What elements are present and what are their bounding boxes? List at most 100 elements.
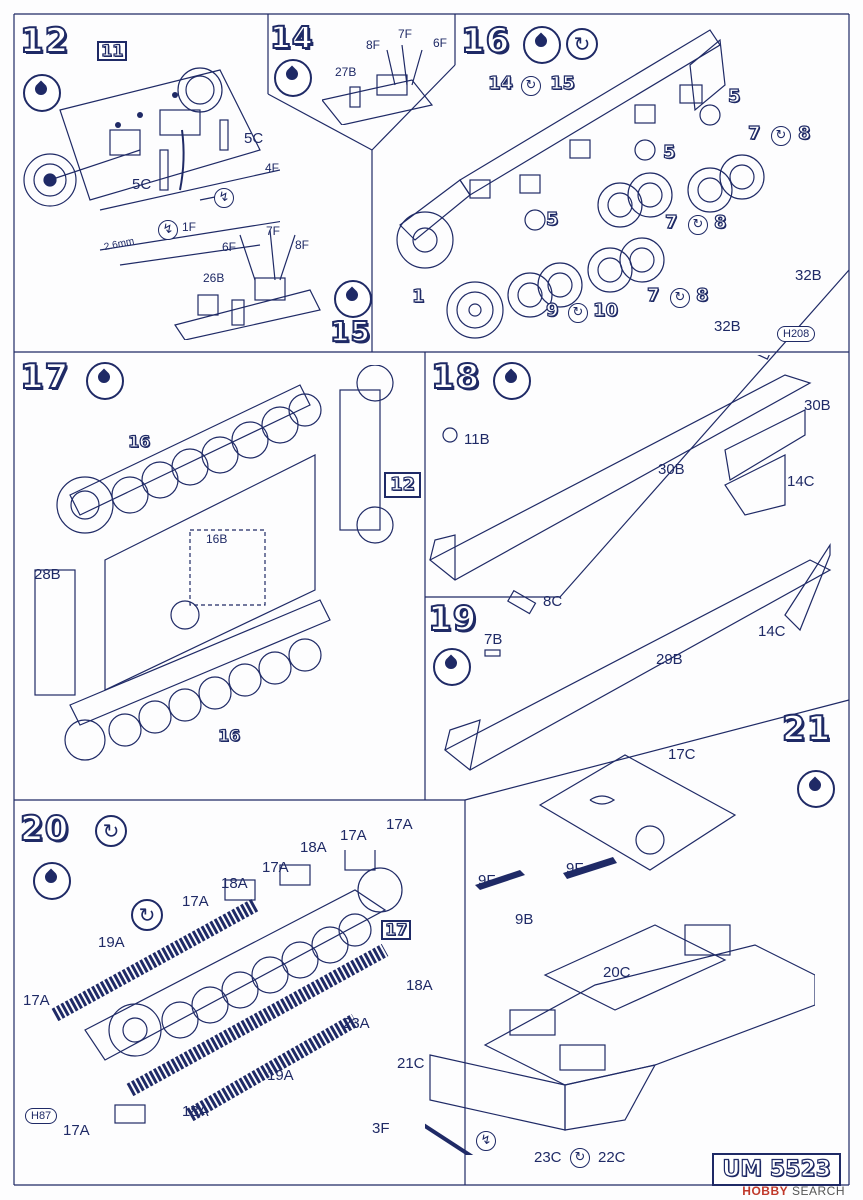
step18-illustration: [428, 355, 812, 581]
step19-illustration: [443, 542, 832, 771]
ref-step-14: 14: [487, 73, 514, 94]
part-number-1: 1: [411, 286, 425, 307]
part-label-30B: 30B: [804, 397, 831, 414]
part-number-8: 8: [713, 212, 727, 233]
part-number-5: 5: [662, 142, 676, 163]
part-number-7: 7: [646, 285, 660, 306]
part-number-7: 7: [747, 123, 761, 144]
ref-step-16: 16: [217, 726, 241, 745]
part-label-17A: 17A: [262, 859, 289, 876]
rotate-view-icon: ↻: [570, 1148, 590, 1168]
watermark-text: SEARCH: [791, 1184, 845, 1198]
part-label-8C: 8C: [543, 593, 563, 610]
rotate-view-icon: ↻: [688, 215, 708, 235]
rotate-view-icon: ↻: [670, 288, 690, 308]
step-number-12: 12: [19, 21, 70, 61]
step16-illustration: [396, 29, 765, 339]
part-label-23A: 23A: [343, 1015, 370, 1032]
glue-drop-icon: [86, 362, 124, 400]
part-label-18A: 18A: [182, 1103, 209, 1120]
part-label-7F: 7F: [266, 224, 281, 238]
part-label-1F: 1F: [182, 220, 197, 234]
glue-drop-icon: [274, 59, 312, 97]
product-code: UM 5523: [712, 1153, 841, 1186]
glue-drop-icon: [23, 74, 61, 112]
step14-illustration: [322, 45, 434, 125]
part-label-14C: 14C: [758, 623, 786, 640]
cut-mark-icon: ↯: [476, 1131, 496, 1151]
part-label-18A: 18A: [300, 839, 327, 856]
part-label-11B: 11B: [464, 431, 490, 448]
rotate-view-icon: ↻: [771, 126, 791, 146]
part-label-22C: 22C: [598, 1149, 626, 1166]
part-number-9: 9: [545, 300, 559, 321]
rotate-view-icon: ↻: [568, 303, 588, 323]
part-label-6F: 6F: [433, 36, 448, 50]
cut-mark-icon: ↯: [214, 188, 234, 208]
part-label-32B: 32B: [795, 267, 822, 284]
part-label-7F: 7F: [398, 27, 413, 41]
step-number-20: 20: [19, 809, 70, 849]
cut-mark-icon: ↯: [158, 220, 178, 240]
part-number-10: 10: [592, 300, 619, 321]
part-label-4F: 4F: [265, 161, 280, 175]
step12-illustration: [23, 67, 280, 266]
part-label-16B: 16B: [206, 532, 228, 546]
glue-drop-icon: [433, 648, 471, 686]
rotate-view-icon: ↻: [521, 76, 541, 96]
hint-label-H87: H87: [25, 1108, 58, 1124]
glue-drop-icon: [523, 26, 561, 64]
part-label-9F: 9F: [478, 872, 496, 889]
part-label-9F: 9F: [566, 860, 584, 877]
ref-step-15: 15: [549, 73, 576, 94]
step-number-21: 21: [781, 709, 832, 749]
glue-drop-icon: [797, 770, 835, 808]
glue-drop-icon: [33, 862, 71, 900]
rotate-view-icon: ↻: [95, 815, 127, 847]
part-label-17A: 17A: [23, 992, 50, 1009]
glue-drop-icon: [493, 362, 531, 400]
part-number-5: 5: [727, 86, 741, 107]
hint-label-H208: H208: [777, 326, 816, 342]
step20-illustration: [51, 850, 403, 1124]
part-label-5C: 5C: [244, 130, 264, 147]
part-label-9B: 9B: [515, 911, 534, 928]
part-label-14C: 14C: [787, 473, 815, 490]
part-number-8: 8: [695, 285, 709, 306]
step-number-16: 16: [460, 21, 511, 61]
part-label-18A: 18A: [406, 977, 433, 994]
glue-drop-icon: [334, 280, 372, 318]
part-label-20C: 20C: [603, 964, 631, 981]
step17-illustration: [34, 365, 394, 761]
part-label-19A: 19A: [267, 1067, 294, 1084]
part-label-29B: 29B: [656, 651, 683, 668]
part-label-30B: 30B: [658, 461, 685, 478]
part-label-17A: 17A: [182, 893, 209, 910]
sub-step-11-badge: 11: [97, 41, 128, 61]
step21-illustration: [425, 754, 815, 1155]
ref-step-16: 16: [127, 432, 151, 451]
watermark-brand: HOBBY: [742, 1184, 789, 1198]
part-label-18A: 18A: [221, 875, 248, 892]
step-number-14: 14: [269, 21, 314, 56]
part-label-19A: 19A: [98, 934, 125, 951]
step-number-15: 15: [329, 315, 371, 348]
part-label-23C: 23C: [534, 1149, 562, 1166]
part-label-17A: 17A: [386, 816, 413, 833]
step-number-17: 17: [19, 357, 70, 397]
step-number-19: 19: [427, 599, 478, 639]
part-number-7: 7: [664, 212, 678, 233]
part-label-21C: 21C: [397, 1055, 425, 1072]
part-number-5: 5: [545, 209, 559, 230]
part-number-8: 8: [797, 123, 811, 144]
step15-illustration: [174, 230, 321, 340]
part-label-17A: 17A: [340, 827, 367, 844]
part-label-17C: 17C: [668, 746, 696, 763]
part-label-7B: 7B: [484, 631, 503, 648]
rotate-view-icon: ↻: [131, 899, 163, 931]
part-label-27B: 27B: [335, 65, 357, 79]
part-label-3F: 3F: [372, 1120, 390, 1137]
part-label-8F: 8F: [295, 238, 310, 252]
